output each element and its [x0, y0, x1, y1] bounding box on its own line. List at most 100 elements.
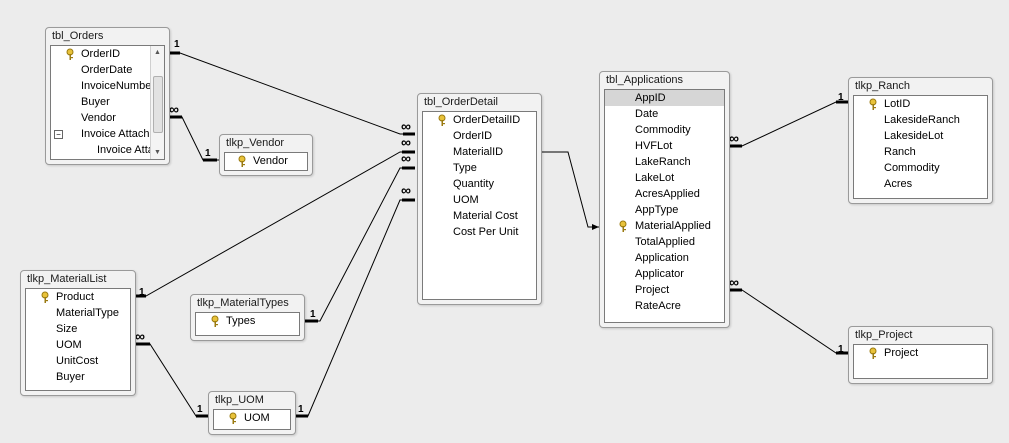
rel-orders-orderdetail[interactable]: [168, 52, 415, 135]
field-row[interactable]: Project: [854, 345, 987, 361]
field-row[interactable]: UOM: [26, 337, 130, 353]
field-row[interactable]: Quantity: [423, 176, 536, 192]
table-title[interactable]: tbl_OrderDetail: [424, 96, 498, 108]
table-orders[interactable]: tbl_Orders OrderID OrderDate InvoiceNumb…: [45, 27, 170, 165]
field-row[interactable]: Vendor: [51, 110, 164, 126]
table-vendor[interactable]: tlkp_Vendor Vendor: [219, 134, 313, 176]
field-row[interactable]: Material Cost: [423, 208, 536, 224]
field-row[interactable]: AcresApplied: [605, 186, 724, 202]
table-materiallist[interactable]: tlkp_MaterialList Product MaterialType S…: [20, 270, 136, 396]
field-row[interactable]: MaterialApplied: [605, 218, 724, 234]
rel-materialtypes-orderdetail[interactable]: [303, 167, 415, 322]
field-name: Type: [453, 162, 477, 174]
field-row[interactable]: Cost Per Unit: [423, 224, 536, 240]
table-project[interactable]: tlkp_Project Project: [848, 326, 993, 384]
field-list[interactable]: AppID Date Commodity HVFLot LakeRanch La…: [604, 89, 725, 323]
minus-box-icon[interactable]: −: [54, 130, 63, 139]
scroll-up-arrow-icon[interactable]: ▲: [154, 49, 161, 56]
field-row[interactable]: TotalApplied: [605, 234, 724, 250]
field-row[interactable]: LakeRanch: [605, 154, 724, 170]
rel-orderdetail-applications[interactable]: [540, 151, 599, 228]
table-uom[interactable]: tlkp_UOM UOM: [208, 391, 296, 435]
field-list[interactable]: UOM: [213, 409, 291, 430]
field-row[interactable]: LotID: [854, 96, 987, 112]
field-row[interactable]: OrderID: [423, 128, 536, 144]
field-row[interactable]: Acres: [854, 176, 987, 192]
field-name: UOM: [244, 412, 270, 424]
scroll-down-arrow-icon[interactable]: ▼: [154, 149, 161, 156]
field-row[interactable]: Date: [605, 106, 724, 122]
field-name: Types: [226, 315, 256, 327]
table-title[interactable]: tbl_Orders: [52, 30, 104, 42]
field-row[interactable]: Buyer: [26, 369, 130, 385]
field-list[interactable]: Product MaterialType Size UOM UnitCost B…: [25, 288, 131, 391]
field-row[interactable]: Types: [196, 313, 299, 329]
cardinality-one: 1: [174, 39, 180, 50]
field-row[interactable]: Invoice Attachments: [51, 142, 164, 158]
field-list[interactable]: Project: [853, 344, 988, 379]
field-row[interactable]: LakesideRanch: [854, 112, 987, 128]
field-row[interactable]: MaterialID: [423, 144, 536, 160]
field-name: TotalApplied: [635, 236, 695, 248]
field-row[interactable]: AppType: [605, 202, 724, 218]
field-row[interactable]: AppID: [605, 90, 724, 106]
rel-applications-project[interactable]: [728, 289, 848, 354]
field-row[interactable]: LakesideLot: [854, 128, 987, 144]
table-title[interactable]: tbl_Applications: [606, 74, 684, 86]
table-applications[interactable]: tbl_Applications AppID Date Commodity HV…: [599, 71, 730, 328]
field-list[interactable]: Types: [195, 312, 300, 336]
field-name: Application: [635, 252, 689, 264]
field-name: Project: [635, 284, 670, 296]
field-list[interactable]: LotID LakesideRanch LakesideLot Ranch Co…: [853, 95, 988, 199]
field-row[interactable]: Product: [26, 289, 130, 305]
table-ranch[interactable]: tlkp_Ranch LotID LakesideRanch LakesideL…: [848, 77, 993, 204]
field-row[interactable]: −Invoice Attachments: [51, 126, 164, 142]
field-list[interactable]: OrderID OrderDate InvoiceNumber Buyer Ve…: [50, 45, 165, 160]
table-title[interactable]: tlkp_UOM: [215, 394, 264, 406]
field-row[interactable]: Applicator: [605, 266, 724, 282]
field-name: AppType: [635, 204, 679, 216]
table-materialtypes[interactable]: tlkp_MaterialTypes Types: [190, 294, 305, 341]
rel-uom-orderdetail[interactable]: [294, 199, 415, 417]
field-name: Acres: [884, 178, 913, 190]
field-row[interactable]: InvoiceNumber: [51, 78, 164, 94]
field-row[interactable]: Vendor: [225, 153, 307, 169]
table-title[interactable]: tlkp_Ranch: [855, 80, 911, 92]
cardinality-many: ∞: [169, 101, 179, 117]
field-row[interactable]: RateAcre: [605, 298, 724, 314]
rel-orders-vendor[interactable]: [168, 116, 220, 161]
field-row[interactable]: HVFLot: [605, 138, 724, 154]
field-list[interactable]: Vendor: [224, 152, 308, 171]
field-row[interactable]: OrderDetailID: [423, 112, 536, 128]
field-name: Commodity: [884, 162, 940, 174]
field-row[interactable]: Project: [605, 282, 724, 298]
field-list[interactable]: OrderDetailID OrderID MaterialID Type Qu…: [422, 111, 537, 300]
scroll-thumb[interactable]: [153, 76, 163, 133]
field-name: AcresApplied: [635, 188, 700, 200]
table-title[interactable]: tlkp_MaterialList: [27, 273, 107, 285]
table-title[interactable]: tlkp_MaterialTypes: [197, 297, 289, 309]
field-row[interactable]: Commodity: [605, 122, 724, 138]
field-name: UOM: [56, 339, 82, 351]
field-row[interactable]: Buyer: [51, 94, 164, 110]
scrollbar[interactable]: ▲ ▼: [150, 46, 164, 159]
field-row[interactable]: OrderID: [51, 46, 164, 62]
field-name: Applicator: [635, 268, 684, 280]
table-orderdetail[interactable]: tbl_OrderDetail OrderDetailID OrderID Ma…: [417, 93, 542, 305]
field-row[interactable]: Ranch: [854, 144, 987, 160]
field-row[interactable]: Type: [423, 160, 536, 176]
field-row[interactable]: UOM: [423, 192, 536, 208]
field-row[interactable]: UOM: [214, 410, 290, 426]
table-title[interactable]: tlkp_Project: [855, 329, 913, 341]
field-row[interactable]: OrderDate: [51, 62, 164, 78]
table-title[interactable]: tlkp_Vendor: [226, 137, 285, 149]
field-row[interactable]: Application: [605, 250, 724, 266]
field-row[interactable]: UnitCost: [26, 353, 130, 369]
field-row[interactable]: LakeLot: [605, 170, 724, 186]
field-row[interactable]: MaterialType: [26, 305, 130, 321]
field-row[interactable]: Commodity: [854, 160, 987, 176]
cardinality-one: 1: [310, 309, 316, 320]
field-row[interactable]: Size: [26, 321, 130, 337]
cardinality-one: 1: [838, 92, 844, 103]
rel-applications-ranch[interactable]: [728, 101, 848, 147]
